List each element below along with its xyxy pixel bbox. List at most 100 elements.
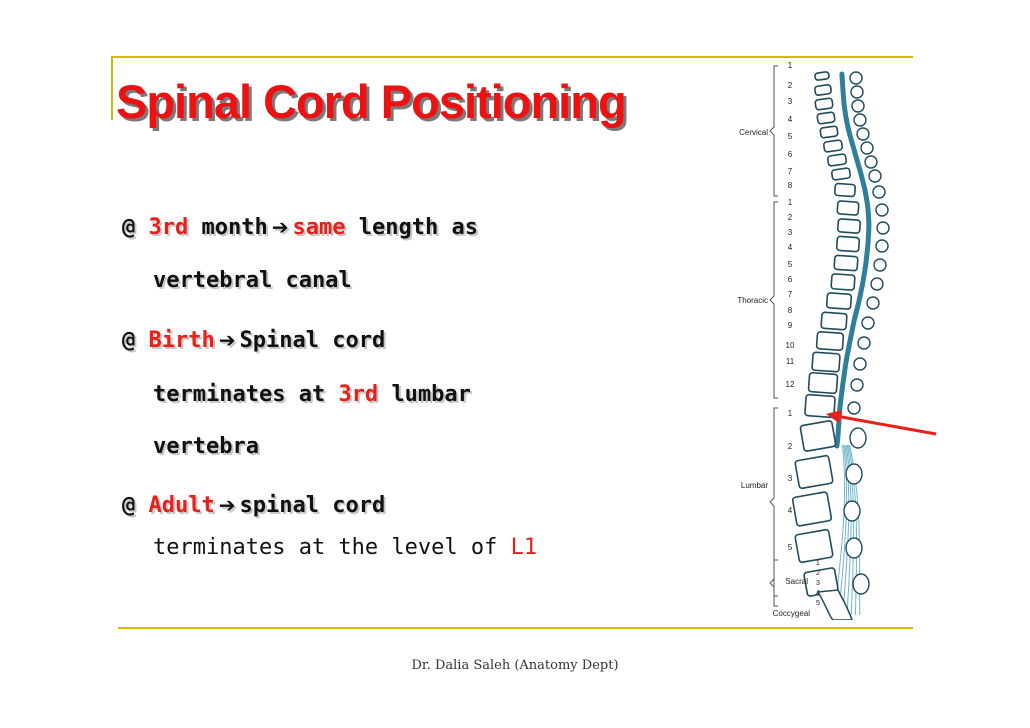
vertebral-body bbox=[815, 331, 845, 351]
bullet-marker: @ bbox=[122, 328, 136, 353]
bullet-1: @ 3rd month➔same length as bbox=[122, 215, 478, 240]
spinous-process bbox=[866, 296, 880, 310]
spinous-process bbox=[850, 85, 864, 99]
pointer-arrow-line bbox=[835, 414, 937, 436]
spinous-process bbox=[864, 155, 878, 169]
cervical-number: 5 bbox=[788, 132, 793, 141]
nerve-root bbox=[845, 444, 852, 616]
footer-credit: Dr. Dalia Saleh (Anatomy Dept) bbox=[411, 658, 619, 673]
spinous-process bbox=[849, 71, 863, 85]
bullet-1-word-length: length as bbox=[358, 215, 478, 240]
vertebral-body bbox=[814, 97, 834, 111]
vertebral-body bbox=[811, 351, 841, 373]
bullet-2-word-3rd: 3rd bbox=[338, 382, 379, 407]
bullet-2-word-spinal-cord: Spinal cord bbox=[239, 328, 386, 353]
sacral-number: 2 bbox=[816, 570, 820, 577]
thoracic-number: 4 bbox=[788, 243, 793, 252]
vertebral-body bbox=[816, 111, 836, 125]
thoracic-number: 3 bbox=[788, 228, 793, 237]
nerve-root bbox=[842, 444, 850, 616]
cervical-number: 3 bbox=[788, 97, 793, 106]
vertebral-body bbox=[830, 167, 852, 181]
thoracic-number: 2 bbox=[788, 213, 793, 222]
vertebral-body bbox=[825, 292, 853, 310]
sacral-number: 5 bbox=[816, 600, 820, 607]
thoracic-label: Thoracic bbox=[737, 296, 768, 305]
vertebral-column-illustration: CervicalThoracicLumbarSacralCoccygeal123… bbox=[737, 61, 937, 620]
spinous-process bbox=[857, 336, 871, 350]
thoracic-number: 10 bbox=[786, 341, 795, 350]
cervical-number: 8 bbox=[788, 181, 793, 190]
sacral-number: 1 bbox=[816, 560, 820, 567]
bullet-3-terminates: terminates at the level of bbox=[153, 535, 498, 560]
thoracic-number: 5 bbox=[788, 260, 793, 269]
bullet-marker: @ bbox=[122, 493, 136, 518]
pointer-arrow-head bbox=[826, 410, 842, 423]
spinal-cord bbox=[834, 71, 872, 449]
spinous-process bbox=[853, 113, 867, 127]
vertebral-body bbox=[835, 235, 861, 253]
vertebral-body bbox=[804, 393, 836, 419]
arrow-icon: ➔ bbox=[218, 493, 236, 517]
thoracic-number: 12 bbox=[786, 380, 795, 389]
spinous-process bbox=[856, 127, 870, 141]
bullet-marker: @ bbox=[122, 215, 136, 240]
vertebral-body bbox=[834, 182, 856, 198]
spinous-process bbox=[851, 99, 865, 113]
lumbar-number: 3 bbox=[788, 474, 793, 483]
thoracic-number: 8 bbox=[788, 306, 793, 315]
lumbar-number: 4 bbox=[788, 506, 793, 515]
vertebral-body bbox=[819, 125, 839, 139]
spinous-process bbox=[861, 316, 875, 330]
spinous-process bbox=[845, 537, 863, 559]
vertebral-body bbox=[814, 71, 830, 81]
sacral-label: Sacral bbox=[785, 577, 808, 586]
bullet-1-word-month: month bbox=[201, 215, 268, 240]
spinous-process bbox=[870, 277, 884, 291]
spinous-process bbox=[876, 221, 890, 235]
bullet-2-word-birth: Birth bbox=[148, 328, 215, 353]
left-rule bbox=[111, 56, 113, 120]
vertebral-body bbox=[820, 311, 848, 331]
spinous-process bbox=[872, 185, 886, 199]
vertebral-body bbox=[799, 420, 837, 452]
coccygeal-label: Coccygeal bbox=[773, 609, 811, 618]
bullet-3-continuation: terminates at the level of L1 bbox=[153, 535, 537, 560]
cervical-number: 2 bbox=[788, 81, 793, 90]
bullet-1-word-same: same bbox=[292, 215, 346, 240]
cervical-number: 1 bbox=[788, 61, 793, 70]
lumbar-label: Lumbar bbox=[741, 481, 768, 490]
thoracic-number: 1 bbox=[788, 198, 793, 207]
spinous-process bbox=[875, 203, 889, 217]
cervical-number: 4 bbox=[788, 115, 793, 124]
thoracic-number: 6 bbox=[788, 275, 793, 284]
top-rule bbox=[112, 56, 913, 58]
spinous-process bbox=[860, 141, 874, 155]
thoracic-number: 7 bbox=[788, 290, 793, 299]
lumbar-number: 5 bbox=[788, 543, 793, 552]
vertebral-body bbox=[807, 371, 839, 395]
vertebral-body bbox=[794, 454, 834, 490]
bullet-3-word-adult: Adult bbox=[148, 493, 215, 518]
vertebral-body bbox=[826, 153, 848, 167]
bullet-3-word-l1: L1 bbox=[510, 535, 538, 560]
vertebral-body bbox=[836, 218, 862, 234]
cervical-number: 7 bbox=[788, 167, 793, 176]
sacral-number: 4 bbox=[816, 590, 820, 597]
bullet-3: @ Adult➔spinal cord bbox=[122, 493, 385, 518]
lumbar-number: 1 bbox=[788, 409, 793, 418]
slide-title: Spinal Cord Positioning bbox=[116, 75, 627, 128]
spinous-process bbox=[849, 427, 867, 449]
bullet-2-word-lumbar: lumbar bbox=[391, 382, 471, 407]
arrow-icon: ➔ bbox=[218, 328, 236, 352]
spinous-process bbox=[852, 573, 870, 595]
vertebral-body bbox=[836, 200, 860, 216]
spinous-process bbox=[850, 378, 864, 392]
arrow-icon: ➔ bbox=[271, 215, 289, 239]
spinous-process bbox=[847, 401, 861, 415]
lumbar-number: 2 bbox=[788, 442, 793, 451]
bullet-2: @ Birth➔Spinal cord bbox=[122, 328, 385, 353]
bullet-3-word-spinal-cord: spinal cord bbox=[239, 493, 386, 518]
bullet-2-terminates: terminates at bbox=[153, 382, 326, 407]
cervical-label: Cervical bbox=[739, 128, 768, 137]
